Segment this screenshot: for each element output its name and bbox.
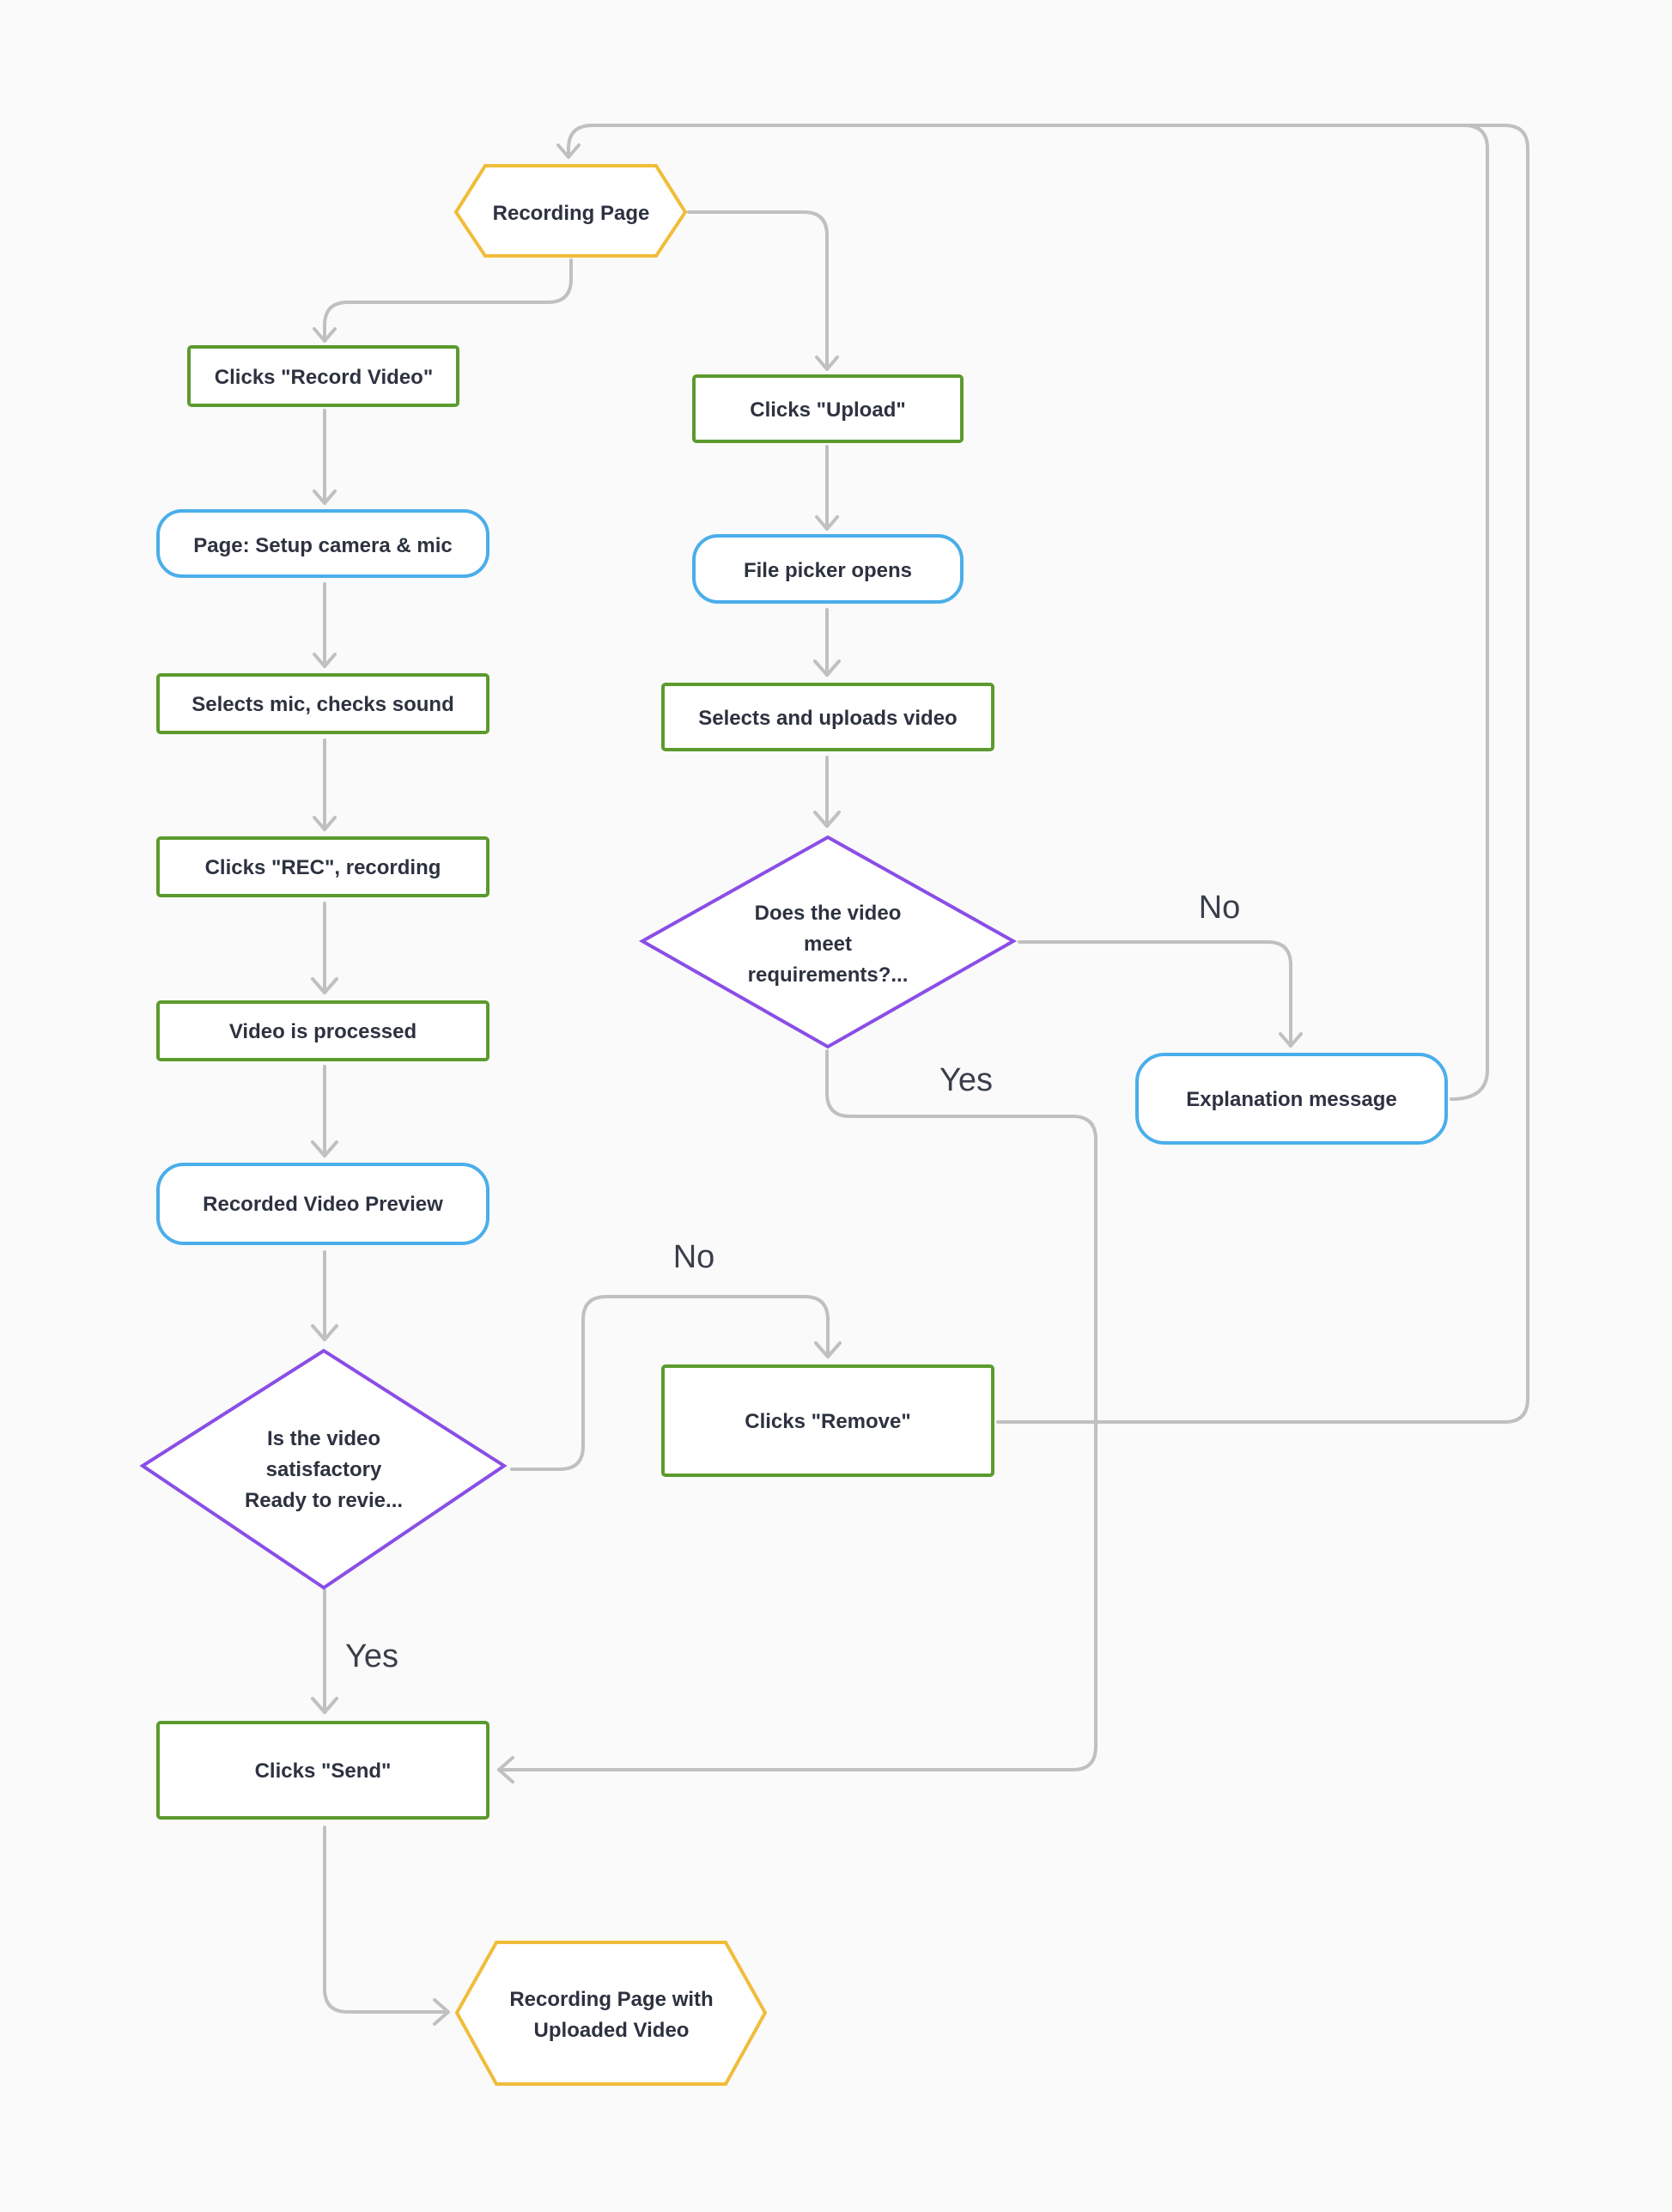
node-recording-page: Recording Page [453,164,688,258]
edge-decision-no-to-remove [510,1295,830,1471]
arrowhead [311,1697,338,1714]
arrowhead [313,653,337,668]
node-selects-uploads[interactable]: Selects and uploads video [661,683,994,751]
edge-recording-to-upload [687,210,829,371]
action-box [661,1364,994,1477]
node-clicks-remove[interactable]: Clicks "Remove" [661,1364,994,1477]
node-is-satisfactory-decision[interactable]: Is the video satisfactory Ready to revie… [139,1348,508,1590]
node-video-processed[interactable]: Video is processed [156,1000,489,1061]
node-label-line-3: requirements?... [748,963,909,987]
arrowhead [556,143,581,159]
node-explanation-message[interactable]: Explanation message [1135,1053,1448,1145]
node-label-line-1: Is the video [267,1427,380,1450]
node-label: Explanation message [1186,1088,1396,1111]
decision-diamond [638,835,1018,1049]
decision-diamond [139,1348,508,1590]
node-recorded-video-preview[interactable]: Recorded Video Preview [156,1163,489,1245]
node-selects-mic[interactable]: Selects mic, checks sound [156,673,489,734]
node-label-line-2: Uploaded Video [534,2019,690,2042]
screen-box [692,534,964,604]
node-label: Clicks "REC", recording [205,856,441,879]
node-label: Video is processed [229,1020,416,1043]
arrowhead [813,659,841,677]
edge-requirements-no-to-explanation [1018,940,1292,1048]
edge-label-satisfactory-yes: Yes [345,1638,398,1674]
node-label: Recording Page [493,202,650,225]
action-box [156,836,489,897]
action-box [661,683,994,751]
node-label: Clicks "Record Video" [215,366,433,389]
node-clicks-record-video[interactable]: Clicks "Record Video" [187,345,459,407]
arrowhead [433,1998,450,2026]
arrowhead [313,327,337,343]
node-label-line-3: Ready to revie... [245,1489,403,1512]
node-label-line-2: satisfactory [266,1458,382,1481]
arrowhead [814,1341,842,1358]
node-label: Recorded Video Preview [203,1193,443,1216]
node-label: Selects and uploads video [698,707,957,730]
arrowhead [1279,1032,1303,1048]
arrowhead [497,1756,514,1784]
action-box [156,1721,489,1820]
arrowhead [813,811,841,828]
arrowhead [815,356,839,371]
arrowhead [311,977,338,994]
node-label: Page: Setup camera & mic [193,534,452,557]
node-setup-camera-page[interactable]: Page: Setup camera & mic [156,509,489,578]
node-label: Selects mic, checks sound [192,693,453,716]
edges [311,124,1529,2026]
edge-recording-to-record [323,258,573,343]
edge-label-requirements-yes: Yes [939,1062,993,1098]
terminal-hexagon [454,1941,768,2086]
node-label: File picker opens [744,559,912,582]
edge-send-to-uploaded [323,1826,450,2014]
node-label: Clicks "Send" [255,1759,392,1783]
action-box [156,673,489,734]
screen-box [156,1163,489,1245]
node-meets-requirements-decision[interactable]: Does the video meet requirements?... [638,835,1018,1049]
node-label-line-1: Recording Page with [509,1988,713,2011]
arrowhead [311,1324,338,1341]
edge-label-requirements-no: No [1199,890,1241,926]
action-box [187,345,459,407]
edge-label-satisfactory-no: No [673,1239,715,1275]
node-label: Clicks "Remove" [745,1410,911,1433]
node-label-line-2: meet [804,933,852,956]
terminal-hexagon [453,164,688,258]
action-box [692,374,964,443]
node-label: Clicks "Upload" [750,398,905,422]
screen-box [156,509,489,578]
arrowhead [313,816,337,831]
arrowhead [311,1140,338,1158]
edge-labels: No Yes No Yes [345,890,1240,1674]
action-box [156,1000,489,1061]
edge-requirements-yes-to-send [497,1049,1097,1771]
node-clicks-send[interactable]: Clicks "Send" [156,1721,489,1820]
node-label-line-1: Does the video [755,902,902,925]
arrowhead [313,489,337,505]
screen-box [1135,1053,1448,1145]
edge-explanation-to-recording [1450,124,1489,1101]
node-recording-page-uploaded: Recording Page with Uploaded Video [454,1941,768,2086]
node-clicks-upload[interactable]: Clicks "Upload" [692,374,964,443]
node-file-picker[interactable]: File picker opens [692,534,964,604]
arrowhead [815,515,839,531]
edge-remove-to-recording [567,124,1529,1424]
node-clicks-rec[interactable]: Clicks "REC", recording [156,836,489,897]
